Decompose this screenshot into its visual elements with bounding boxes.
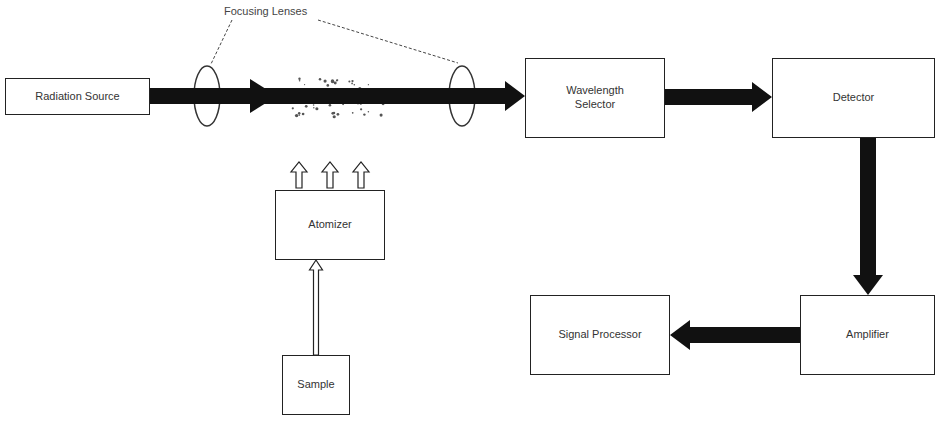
process-box: Wavelength Selector [525,58,665,138]
box-label: Wavelength Selector [558,84,633,112]
box-label: Sample [297,378,334,392]
process-box: Radiation Source [5,78,150,115]
part-label: Focusing Lenses [222,5,309,17]
box-label: Amplifier [846,328,889,342]
flow-arrow [665,82,772,112]
process-box: Amplifier [800,295,935,375]
leader-line [318,20,458,63]
process-box: Sample [282,355,350,415]
process-box: Atomizer [275,190,385,260]
box-label: Signal Processor [558,328,641,342]
flow-arrow [310,260,323,355]
leader-line [211,20,232,64]
process-box: Signal Processor [530,295,670,375]
flow-arrow [853,138,883,295]
box-label: Detector [833,91,875,105]
flow-arrow [670,320,800,350]
process-box: Detector [772,58,935,138]
hollow-arrows [291,162,369,188]
box-label: Atomizer [308,218,351,232]
flow-arrow [150,81,525,111]
box-label: Radiation Source [35,90,119,104]
